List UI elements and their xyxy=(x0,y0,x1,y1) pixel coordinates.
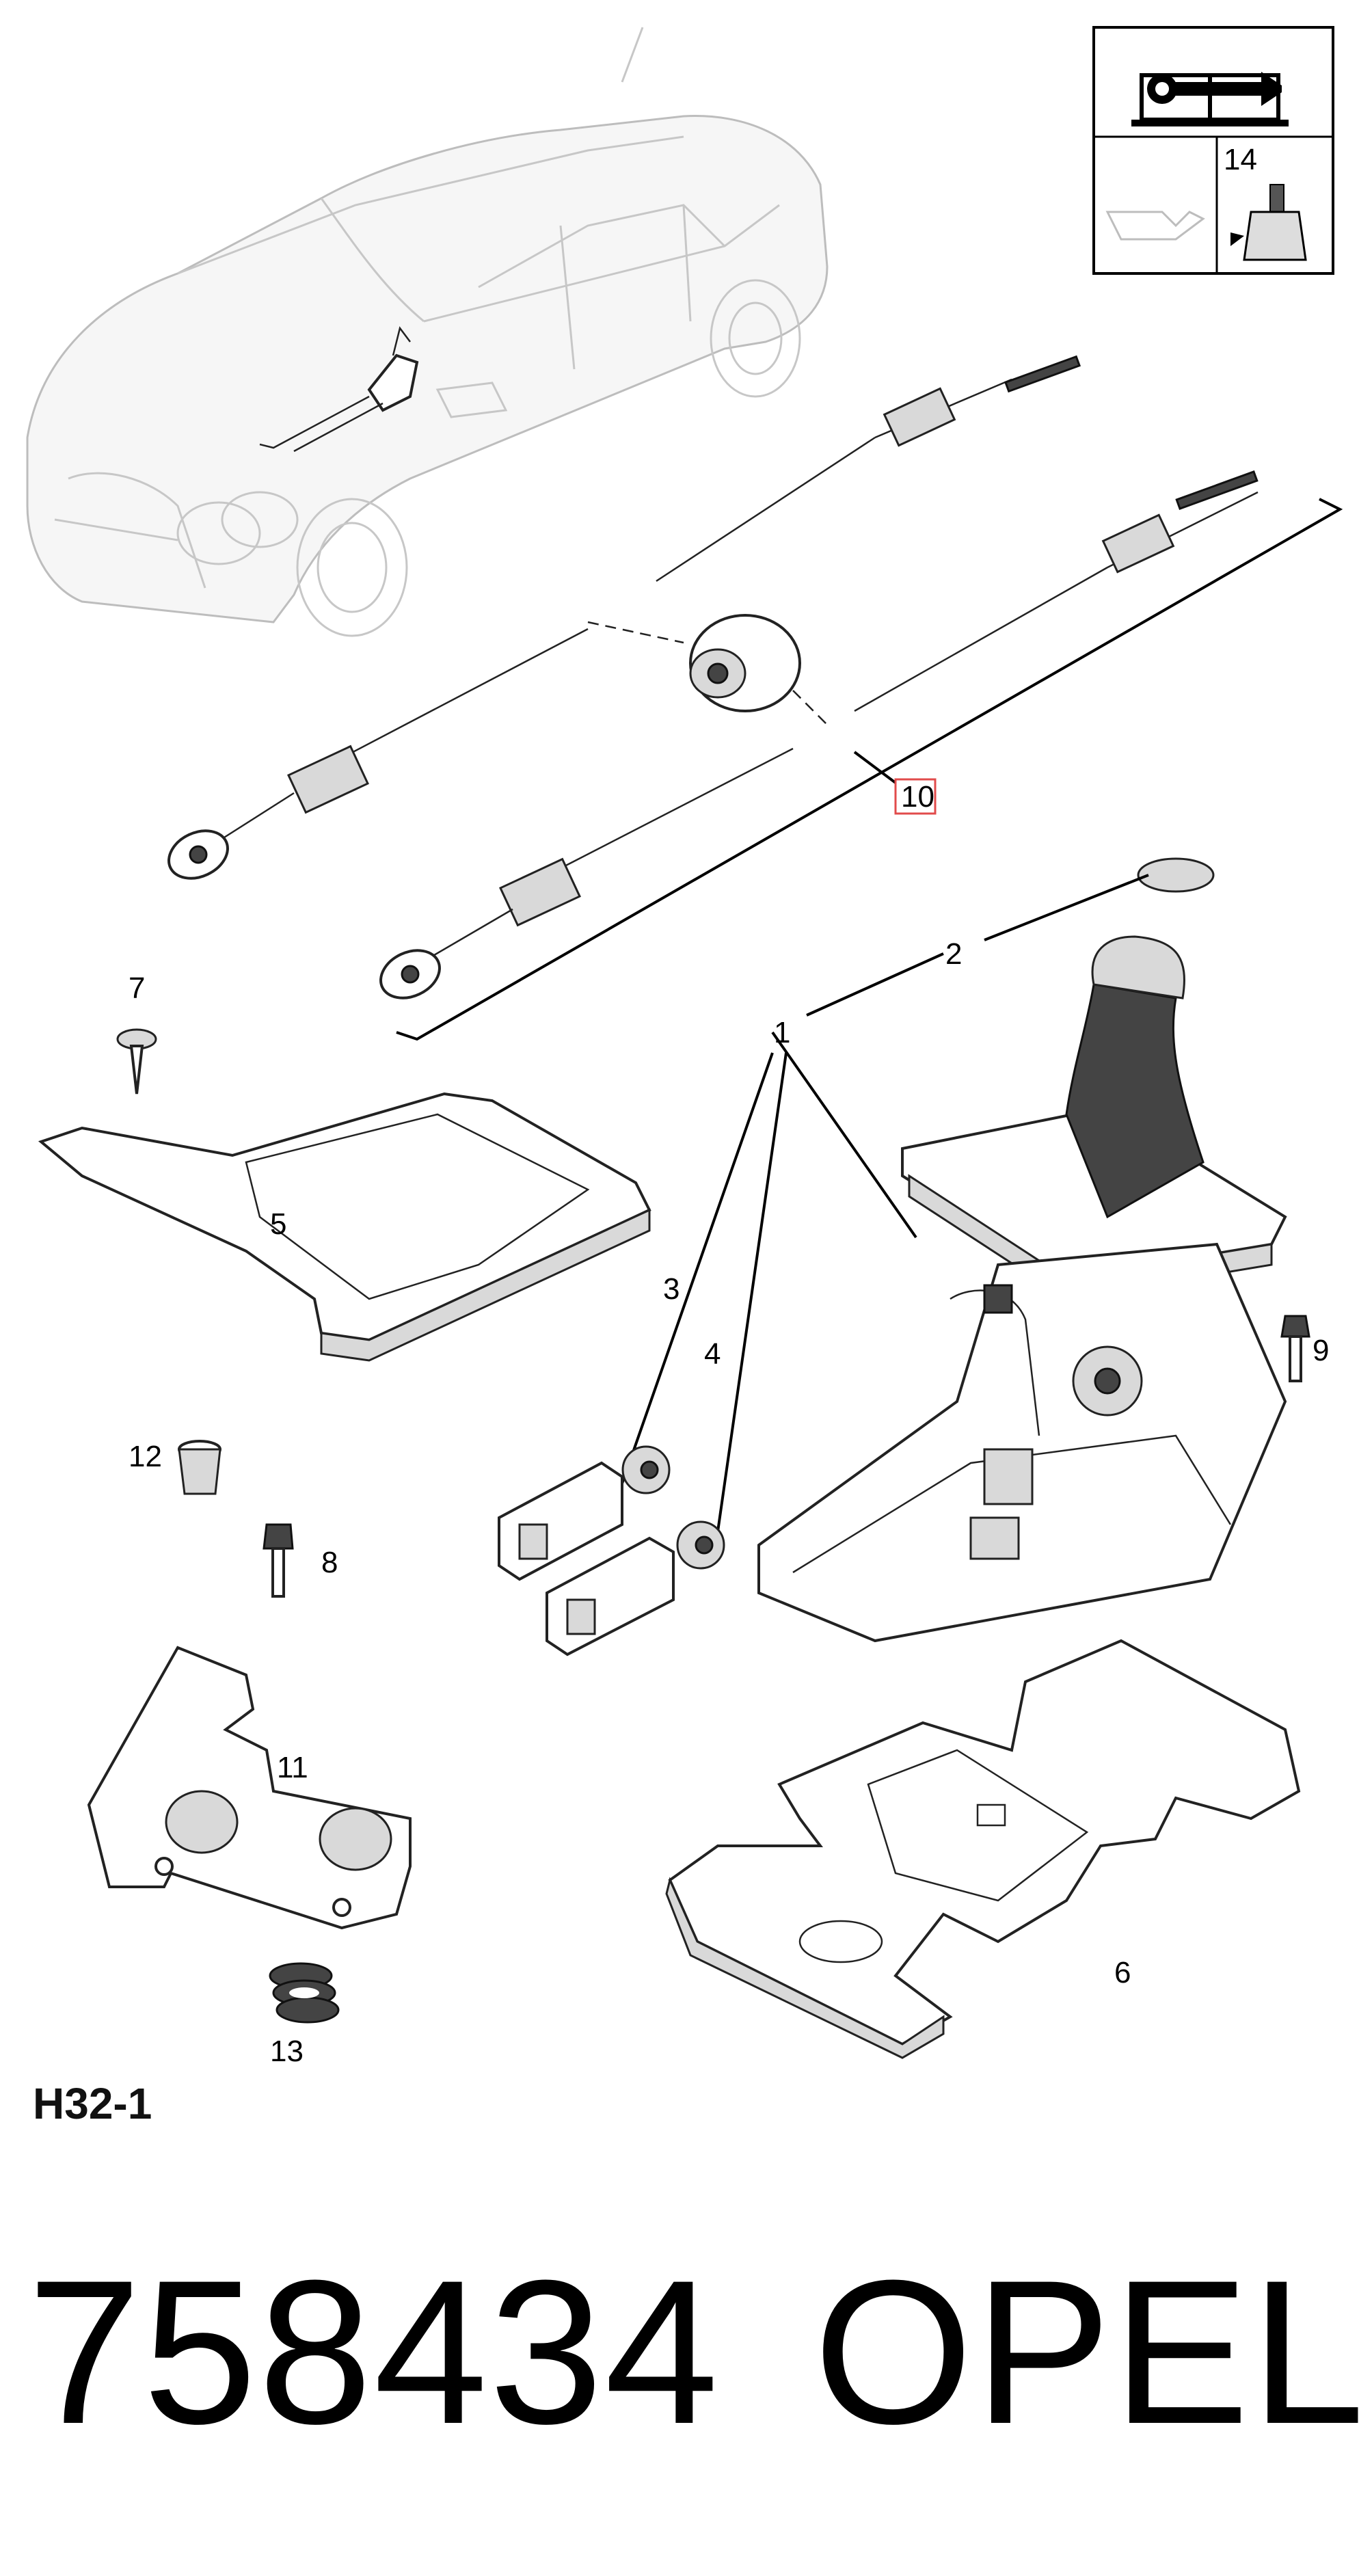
part-1-shifter-assembly: 1 xyxy=(621,935,1287,1643)
callout-9: 9 xyxy=(1313,1334,1329,1367)
callout-1: 1 xyxy=(774,1016,790,1049)
callout-8: 8 xyxy=(321,1546,338,1579)
callout-6: 6 xyxy=(1114,1956,1131,1989)
car-shifter-highlight xyxy=(259,326,419,453)
symbol-box: 14 xyxy=(1092,26,1334,275)
wrench-icon xyxy=(1147,72,1282,106)
part-8-bolt: 8 xyxy=(263,1523,338,1598)
part-7-screw: 7 xyxy=(116,971,157,1095)
callout-12: 12 xyxy=(129,1440,162,1473)
grease-tube-icon xyxy=(1230,184,1307,261)
part-4-clip: 4 xyxy=(546,1337,725,1656)
callout-5: 5 xyxy=(270,1207,286,1241)
car-outline xyxy=(26,27,829,637)
shift-cables: 10 xyxy=(167,355,1343,1041)
callout-2: 2 xyxy=(945,937,962,971)
brand-name: OPEL xyxy=(813,2237,1359,2467)
callout-7: 7 xyxy=(129,971,145,1005)
part-12-plug: 12 xyxy=(129,1440,221,1495)
part-number: 758434 xyxy=(27,2237,721,2467)
callout-11: 11 xyxy=(277,1751,308,1784)
callout-10: 10 xyxy=(901,780,934,814)
callout-13: 13 xyxy=(270,2035,304,2068)
part-2-cap: 2 xyxy=(806,857,1215,1017)
part-13-spring: 13 xyxy=(269,1962,340,2068)
part-5-trim-frame: 5 xyxy=(38,1092,651,1362)
callout-14: 14 xyxy=(1224,143,1257,176)
diagram-reference: H32-1 xyxy=(33,2079,152,2128)
part-6-mat: 6 xyxy=(665,1639,1301,2059)
fluid-tray-icon xyxy=(1105,211,1205,241)
callout-10-highlight xyxy=(894,778,937,815)
callout-4: 4 xyxy=(704,1337,721,1371)
part-11-bracket: 11 xyxy=(87,1646,412,1930)
callout-3: 3 xyxy=(663,1272,680,1306)
part-9-bolt: 9 xyxy=(1280,1315,1329,1382)
part-3-clip: 3 xyxy=(498,1272,680,1581)
